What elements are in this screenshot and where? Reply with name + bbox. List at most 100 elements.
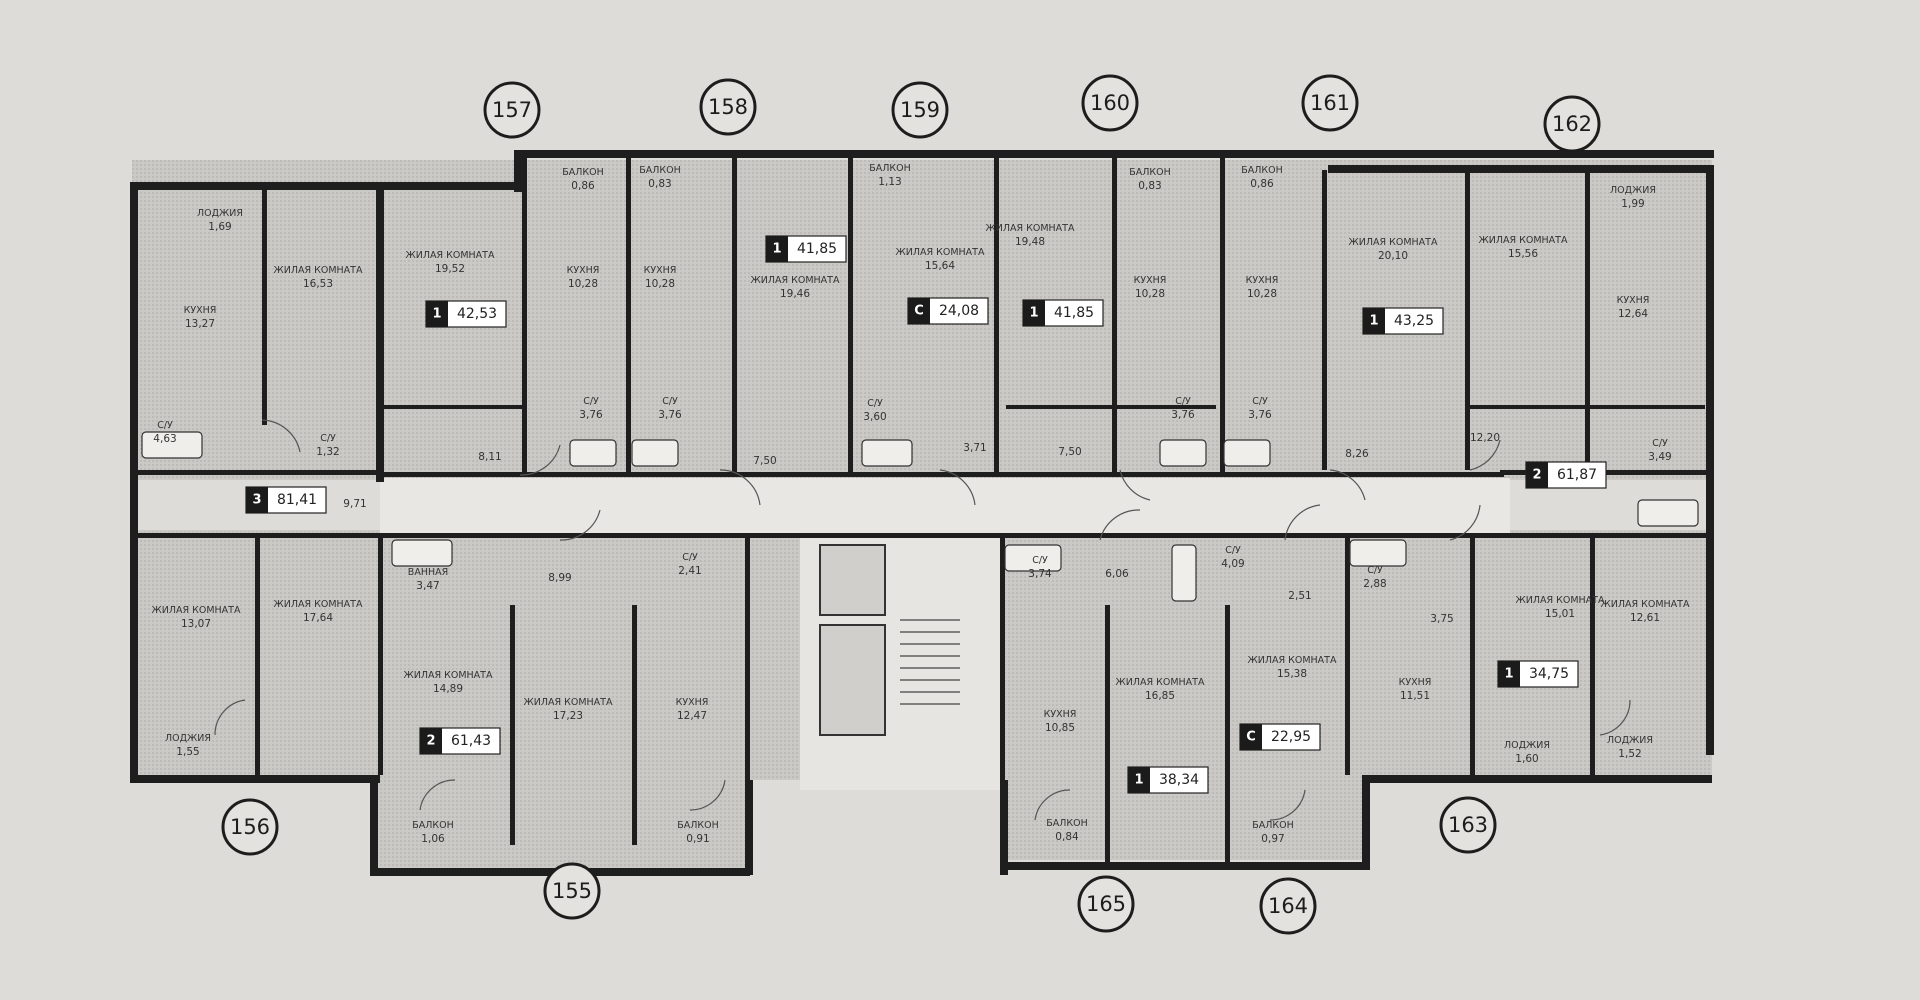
apartment-area: 22,95 — [1271, 729, 1311, 745]
room-label: ЛОДЖИЯ — [165, 733, 211, 744]
room-r22: С/У1,32 — [316, 433, 339, 458]
room-area: 4,63 — [153, 433, 176, 445]
room-area: 6,06 — [1105, 568, 1129, 580]
room-area: 10,28 — [1135, 288, 1165, 300]
room-label: КУХНЯ — [1399, 677, 1432, 688]
room-area: 15,64 — [925, 260, 955, 272]
room-label: ЖИЛАЯ КОМНАТА — [274, 599, 363, 610]
room-area: 19,46 — [780, 288, 810, 300]
room-label: БАЛКОН — [1241, 165, 1283, 176]
apartment-number-text: 165 — [1086, 892, 1126, 916]
room-label: С/У — [320, 433, 336, 444]
room-label: БАЛКОН — [869, 163, 911, 174]
room-area: 12,61 — [1630, 612, 1660, 624]
room-label: КУХНЯ — [644, 265, 677, 276]
room-r21: С/У 4,63 — [153, 420, 176, 445]
room-r25: С/У3,60 — [863, 398, 886, 423]
room-area: 3,60 — [863, 411, 886, 423]
apartment-number-text: 157 — [492, 98, 532, 122]
apartment-number-156: 156 — [221, 798, 279, 856]
room-label: ЖИЛАЯ КОМНАТА — [1248, 655, 1337, 666]
apartment-number-text: 162 — [1552, 112, 1592, 136]
room-label: КУХНЯ — [1246, 275, 1279, 286]
room-label: БАЛКОН — [562, 167, 604, 178]
room-r52: 3,75 — [1430, 613, 1453, 625]
room-area: 1,69 — [208, 221, 231, 233]
room-area: 0,86 — [571, 180, 595, 192]
room-r26: С/У3,76 — [1171, 396, 1195, 421]
room-area: 3,76 — [579, 409, 603, 421]
apartment-number-160: 160 — [1081, 74, 1139, 132]
room-r33: 8,26 — [1345, 448, 1369, 460]
room-area: 11,51 — [1400, 690, 1430, 702]
room-label: БАЛКОН — [639, 165, 681, 176]
room-label: ЛОДЖИЯ — [1504, 740, 1550, 751]
room-area: 10,28 — [1247, 288, 1277, 300]
room-label: БАЛКОН — [677, 820, 719, 831]
room-area: 1,52 — [1618, 748, 1641, 760]
room-area: 8,26 — [1345, 448, 1369, 460]
room-label: БАЛКОН — [412, 820, 454, 831]
room-r50: 2,51 — [1288, 590, 1311, 602]
room-area: 9,71 — [343, 498, 366, 510]
building-outline — [130, 150, 1714, 876]
room-r5: БАЛКОН 0,86 — [562, 167, 604, 192]
room-r40: 8,99 — [548, 572, 571, 584]
room-r35: 9,71 — [343, 498, 366, 510]
room-r47: С/У3,74 — [1028, 555, 1052, 580]
room-area: 0,91 — [686, 833, 709, 845]
room-label: БАЛКОН — [1129, 167, 1171, 178]
room-label: КУХНЯ — [184, 305, 217, 316]
room-label: С/У — [157, 420, 173, 431]
apartment-area: 42,53 — [457, 306, 497, 322]
room-label: ЖИЛАЯ КОМНАТА — [896, 247, 985, 258]
room-area: 3,74 — [1028, 568, 1052, 580]
room-label: ЛОДЖИЯ — [1607, 735, 1653, 746]
apartment-area: 34,75 — [1529, 666, 1569, 682]
room-area: 7,50 — [1058, 446, 1081, 458]
apartment-number-text: 163 — [1448, 813, 1488, 837]
room-label: КУХНЯ — [676, 697, 709, 708]
room-area: 17,64 — [303, 612, 333, 624]
room-label: С/У — [1367, 565, 1383, 576]
apartment-number-155: 155 — [543, 862, 601, 920]
room-area: 2,51 — [1288, 590, 1311, 602]
room-r49: С/У4,09 — [1221, 545, 1244, 570]
room-area: 10,28 — [568, 278, 598, 290]
room-area: 19,48 — [1015, 236, 1045, 248]
apartment-type: 3 — [252, 493, 261, 508]
room-r24: С/У3,76 — [658, 396, 682, 421]
apartment-number-text: 159 — [900, 98, 940, 122]
room-area: 19,52 — [435, 263, 465, 275]
apartment-area: 38,34 — [1159, 772, 1199, 788]
apartment-number-158: 158 — [699, 78, 757, 136]
apartment-type: 1 — [772, 242, 781, 257]
room-label: ВАННАЯ — [408, 567, 448, 578]
apartment-number-162: 162 — [1543, 95, 1601, 153]
room-label: КУХНЯ — [1134, 275, 1167, 286]
room-r46: БАЛКОН 0,91 — [677, 820, 719, 845]
room-area: 8,99 — [548, 572, 571, 584]
room-area: 3,75 — [1430, 613, 1453, 625]
room-label: ЖИЛАЯ КОМНАТА — [1479, 235, 1568, 246]
room-r31: 3,71 — [963, 442, 986, 454]
room-area: 15,38 — [1277, 668, 1307, 680]
apartment-area: 61,87 — [1557, 467, 1597, 483]
apartment-type: C — [1246, 730, 1256, 745]
room-area: 17,23 — [553, 710, 583, 722]
